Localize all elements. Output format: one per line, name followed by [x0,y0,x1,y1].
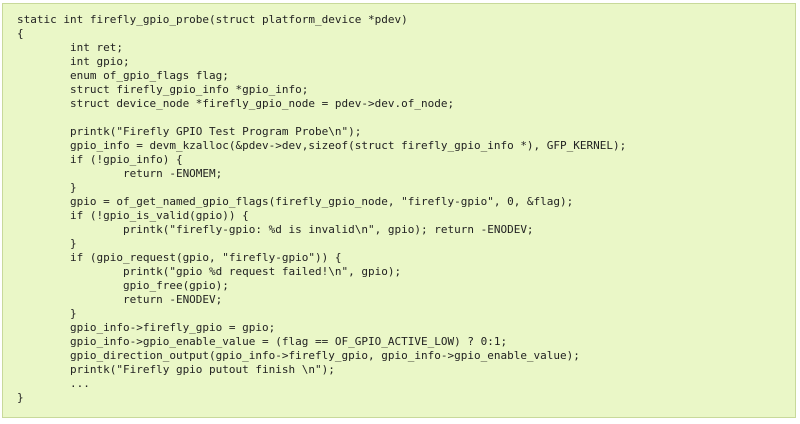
code-line: return -ENODEV; [17,293,223,306]
code-line: } [17,237,77,250]
code-line: gpio_info = devm_kzalloc(&pdev->dev,size… [17,139,627,152]
code-line: if (gpio_request(gpio, "firefly-gpio")) … [17,251,342,264]
code-line: struct device_node *firefly_gpio_node = … [17,97,455,110]
code-line: printk("firefly-gpio: %d is invalid\n", … [17,223,534,236]
code-line: } [17,307,77,320]
code-line: printk("Firefly GPIO Test Program Probe\… [17,125,362,138]
code-line: gpio_info->firefly_gpio = gpio; [17,321,276,334]
code-line: gpio = of_get_named_gpio_flags(firefly_g… [17,195,574,208]
code-lines: static int firefly_gpio_probe(struct pla… [17,13,781,405]
code-line: int ret; [17,41,123,54]
code-line: printk("Firefly gpio putout finish \n"); [17,363,335,376]
code-block: static int firefly_gpio_probe(struct pla… [2,3,796,418]
code-line: enum of_gpio_flags flag; [17,69,229,82]
code-line: if (!gpio_info) { [17,153,183,166]
code-line: } [17,391,24,404]
code-line: int gpio; [17,55,130,68]
code-line: gpio_direction_output(gpio_info->firefly… [17,349,580,362]
code-line: { [17,27,24,40]
code-line: if (!gpio_is_valid(gpio)) { [17,209,249,222]
code-line: return -ENOMEM; [17,167,223,180]
code-line: static int firefly_gpio_probe(struct pla… [17,13,408,26]
code-line: ... [17,377,90,390]
code-line: gpio_info->gpio_enable_value = (flag == … [17,335,508,348]
code-line: struct firefly_gpio_info *gpio_info; [17,83,309,96]
code-line: gpio_free(gpio); [17,279,229,292]
code-line: printk("gpio %d request failed!\n", gpio… [17,265,402,278]
code-line [17,111,781,125]
code-line: } [17,181,77,194]
